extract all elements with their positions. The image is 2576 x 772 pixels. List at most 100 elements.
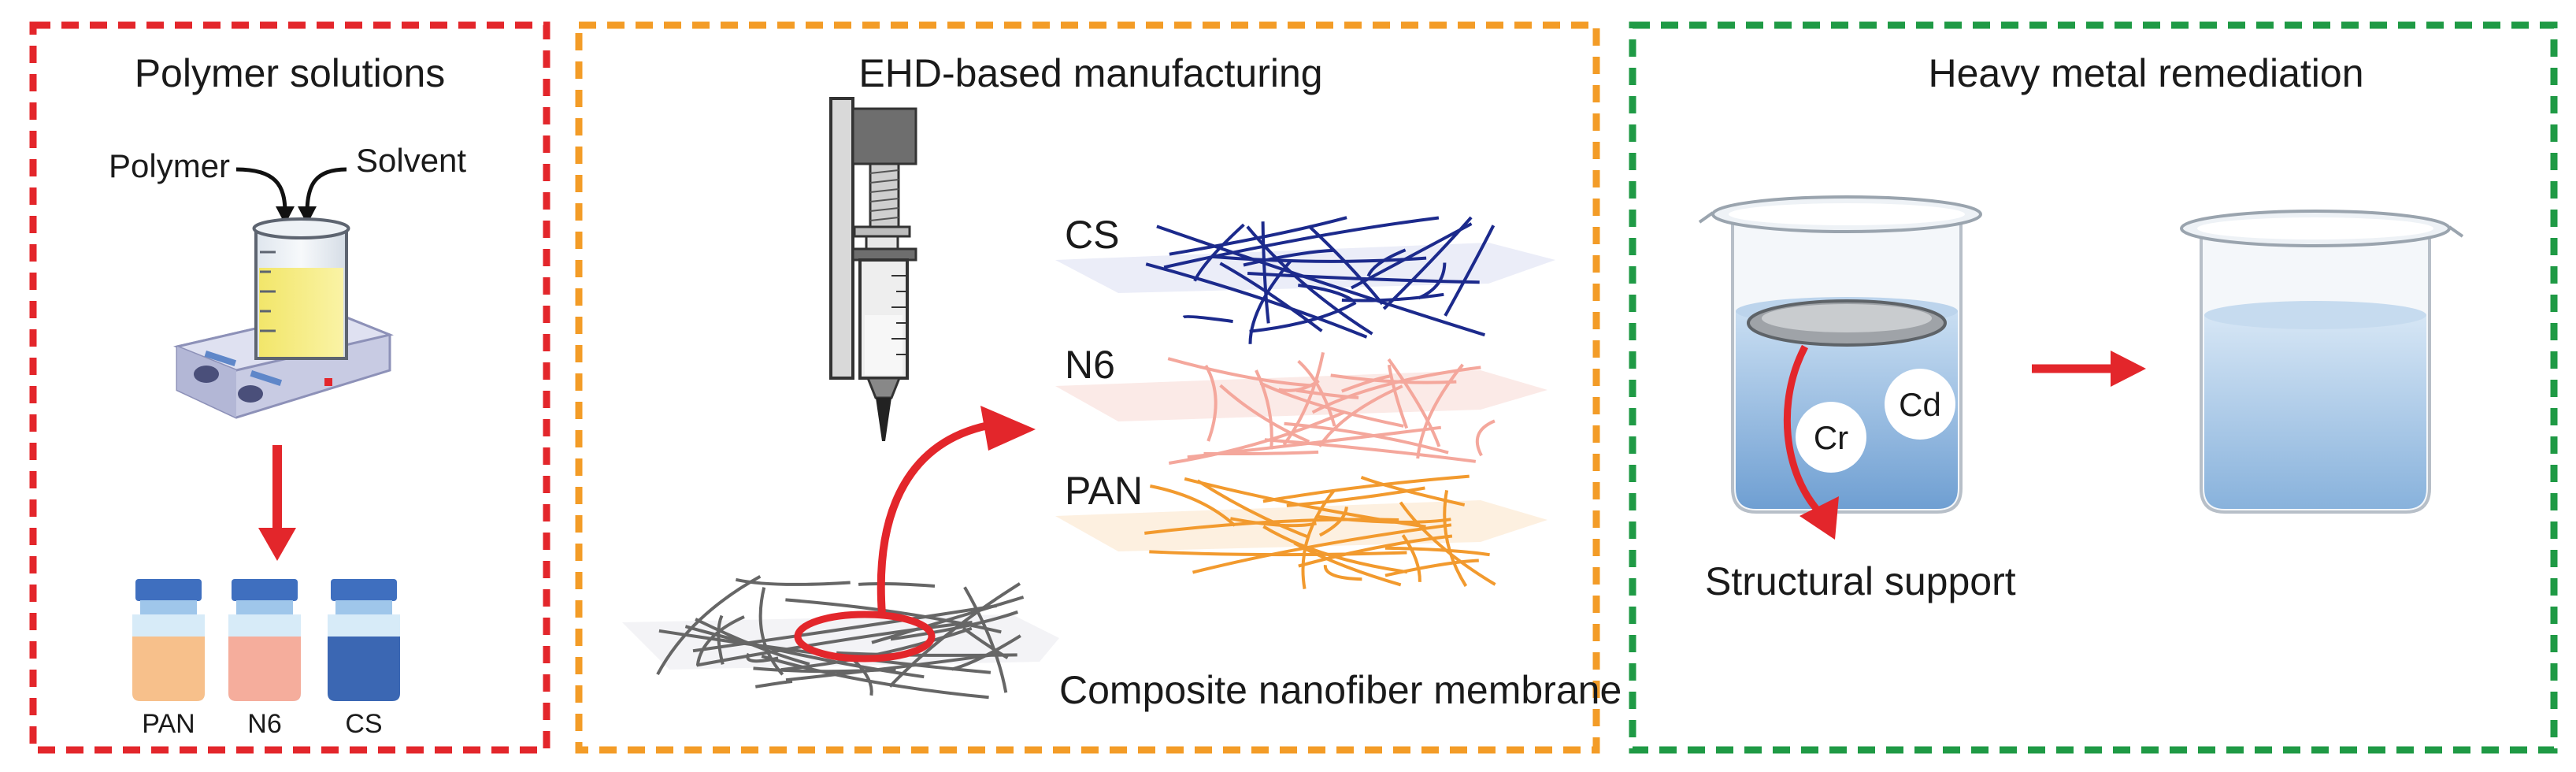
nanofiber: [1210, 254, 1427, 263]
nanofiber: [871, 596, 1025, 644]
nanofiber: [1330, 373, 1457, 384]
nanofiber: [1168, 410, 1346, 465]
vial-cs-icon: [328, 579, 400, 701]
ion-cr: [1796, 402, 1866, 473]
polymer-panel-border: [29, 21, 550, 754]
nanofiber: [1341, 374, 1391, 393]
support-label: Structural support: [1705, 559, 2016, 603]
nanofiber: [1243, 248, 1335, 267]
layer-n6: [1055, 352, 1547, 465]
ehd-panel: EHD-based manufacturing: [575, 21, 1622, 754]
syringe-pump-icon: [829, 97, 917, 441]
ion-label-cd: Cd: [1899, 386, 1941, 423]
layer-label-n6: N6: [1065, 343, 1115, 387]
nanofiber: [1261, 221, 1270, 324]
polymer-input-arrow: [235, 167, 287, 213]
nanofiber: [1387, 364, 1409, 429]
nanofiber: [1382, 216, 1473, 310]
solvent-input-label: Solvent: [356, 142, 466, 179]
nanofiber: [761, 654, 989, 700]
nanofiber: [758, 587, 784, 676]
nanofiber: [1318, 384, 1403, 447]
nanofiber: [853, 659, 873, 696]
nanofiber: [1366, 248, 1407, 277]
remediation-panel: Heavy metal remediation Cr Cd Structural…: [1629, 21, 2558, 754]
nanofiber: [951, 634, 1021, 671]
nanofiber: [890, 610, 1018, 641]
nanofiber: [1323, 565, 1362, 581]
polymer-panel: Polymer solutions Polymer Solvent: [29, 21, 550, 754]
solvent-input-arrow: [305, 167, 347, 213]
layer-label-cs: CS: [1065, 213, 1119, 257]
nanofiber: [1145, 262, 1368, 339]
nanofiber: [1144, 518, 1399, 535]
nanofiber: [1193, 223, 1245, 282]
nanofiber: [1246, 225, 1373, 336]
nanofiber: [836, 651, 1017, 657]
nanofiber: [696, 621, 973, 667]
nanofiber: [1204, 365, 1218, 442]
nanofiber: [785, 652, 999, 682]
vial-n6-icon: [228, 579, 301, 701]
beaker-icon: [252, 217, 350, 360]
nanofiber: [963, 586, 1008, 693]
polymer-panel-title: Polymer solutions: [135, 51, 446, 95]
nanofiber: [754, 680, 793, 688]
vial-label-pan: PAN: [142, 709, 195, 739]
ion-label-cr: Cr: [1814, 419, 1848, 456]
nanofiber: [1219, 384, 1310, 444]
nanofiber: [1156, 225, 1485, 337]
layer-label-pan: PAN: [1065, 469, 1143, 513]
nanofiber: [1416, 363, 1464, 459]
nanofiber: [1301, 490, 1335, 589]
membrane-label: Composite nanofiber membrane: [1059, 668, 1622, 712]
nanofiber: [1444, 225, 1496, 317]
support-curved-arrow: [1783, 344, 1822, 515]
nanofiber: [785, 598, 1002, 634]
nanofiber: [684, 625, 925, 679]
nanofiber: [1387, 358, 1441, 447]
nanofiber: [746, 652, 779, 663]
nanofiber: [1284, 421, 1449, 455]
vial-label-cs: CS: [345, 709, 382, 739]
nanofiber: [1169, 216, 1347, 256]
nanofiber: [1230, 517, 1317, 528]
nanofiber: [1264, 438, 1477, 463]
nanofiber: [735, 577, 851, 586]
nanofiber: [1401, 534, 1421, 582]
nanofiber: [1475, 419, 1496, 457]
membrane-highlight-ring: [794, 611, 936, 663]
base-membrane: [622, 575, 1059, 700]
nanofiber: [1307, 225, 1384, 306]
ehd-panel-title: EHD-based manufacturing: [858, 51, 1322, 95]
nanofiber: [1196, 479, 1308, 539]
nanofiber: [1150, 484, 1236, 527]
nanofiber: [1384, 559, 1479, 577]
nanofiber: [1219, 262, 1323, 332]
nanofiber: [1248, 259, 1292, 344]
nanofiber: [1341, 292, 1444, 302]
nanofiber: [858, 582, 936, 588]
nanofiber: [1298, 534, 1453, 568]
nanofiber: [1262, 474, 1470, 503]
beaker-clean-icon: [2180, 210, 2464, 514]
nanofiber: [1399, 501, 1496, 586]
nanofiber: [1351, 222, 1473, 290]
polymer-input-label: Polymer: [109, 147, 230, 184]
nanofiber: [1318, 506, 1348, 537]
ehd-panel-border: [575, 21, 1600, 754]
nanofiber: [1192, 523, 1452, 574]
layer-pan: [1055, 474, 1547, 589]
nanofiber: [1311, 366, 1481, 414]
nanofiber: [1163, 216, 1440, 269]
nanofiber: [1262, 525, 1408, 574]
remediation-panel-border: [1629, 21, 2558, 754]
nanofiber: [1167, 357, 1314, 388]
remediation-panel-title: Heavy metal remediation: [1928, 51, 2363, 95]
curved-arrow-up: [877, 421, 990, 615]
vial-label-n6: N6: [247, 709, 281, 739]
vial-pan-icon: [132, 579, 205, 701]
nanofiber: [1295, 388, 1359, 399]
nanofiber: [780, 626, 973, 672]
nanofiber: [1298, 284, 1354, 302]
